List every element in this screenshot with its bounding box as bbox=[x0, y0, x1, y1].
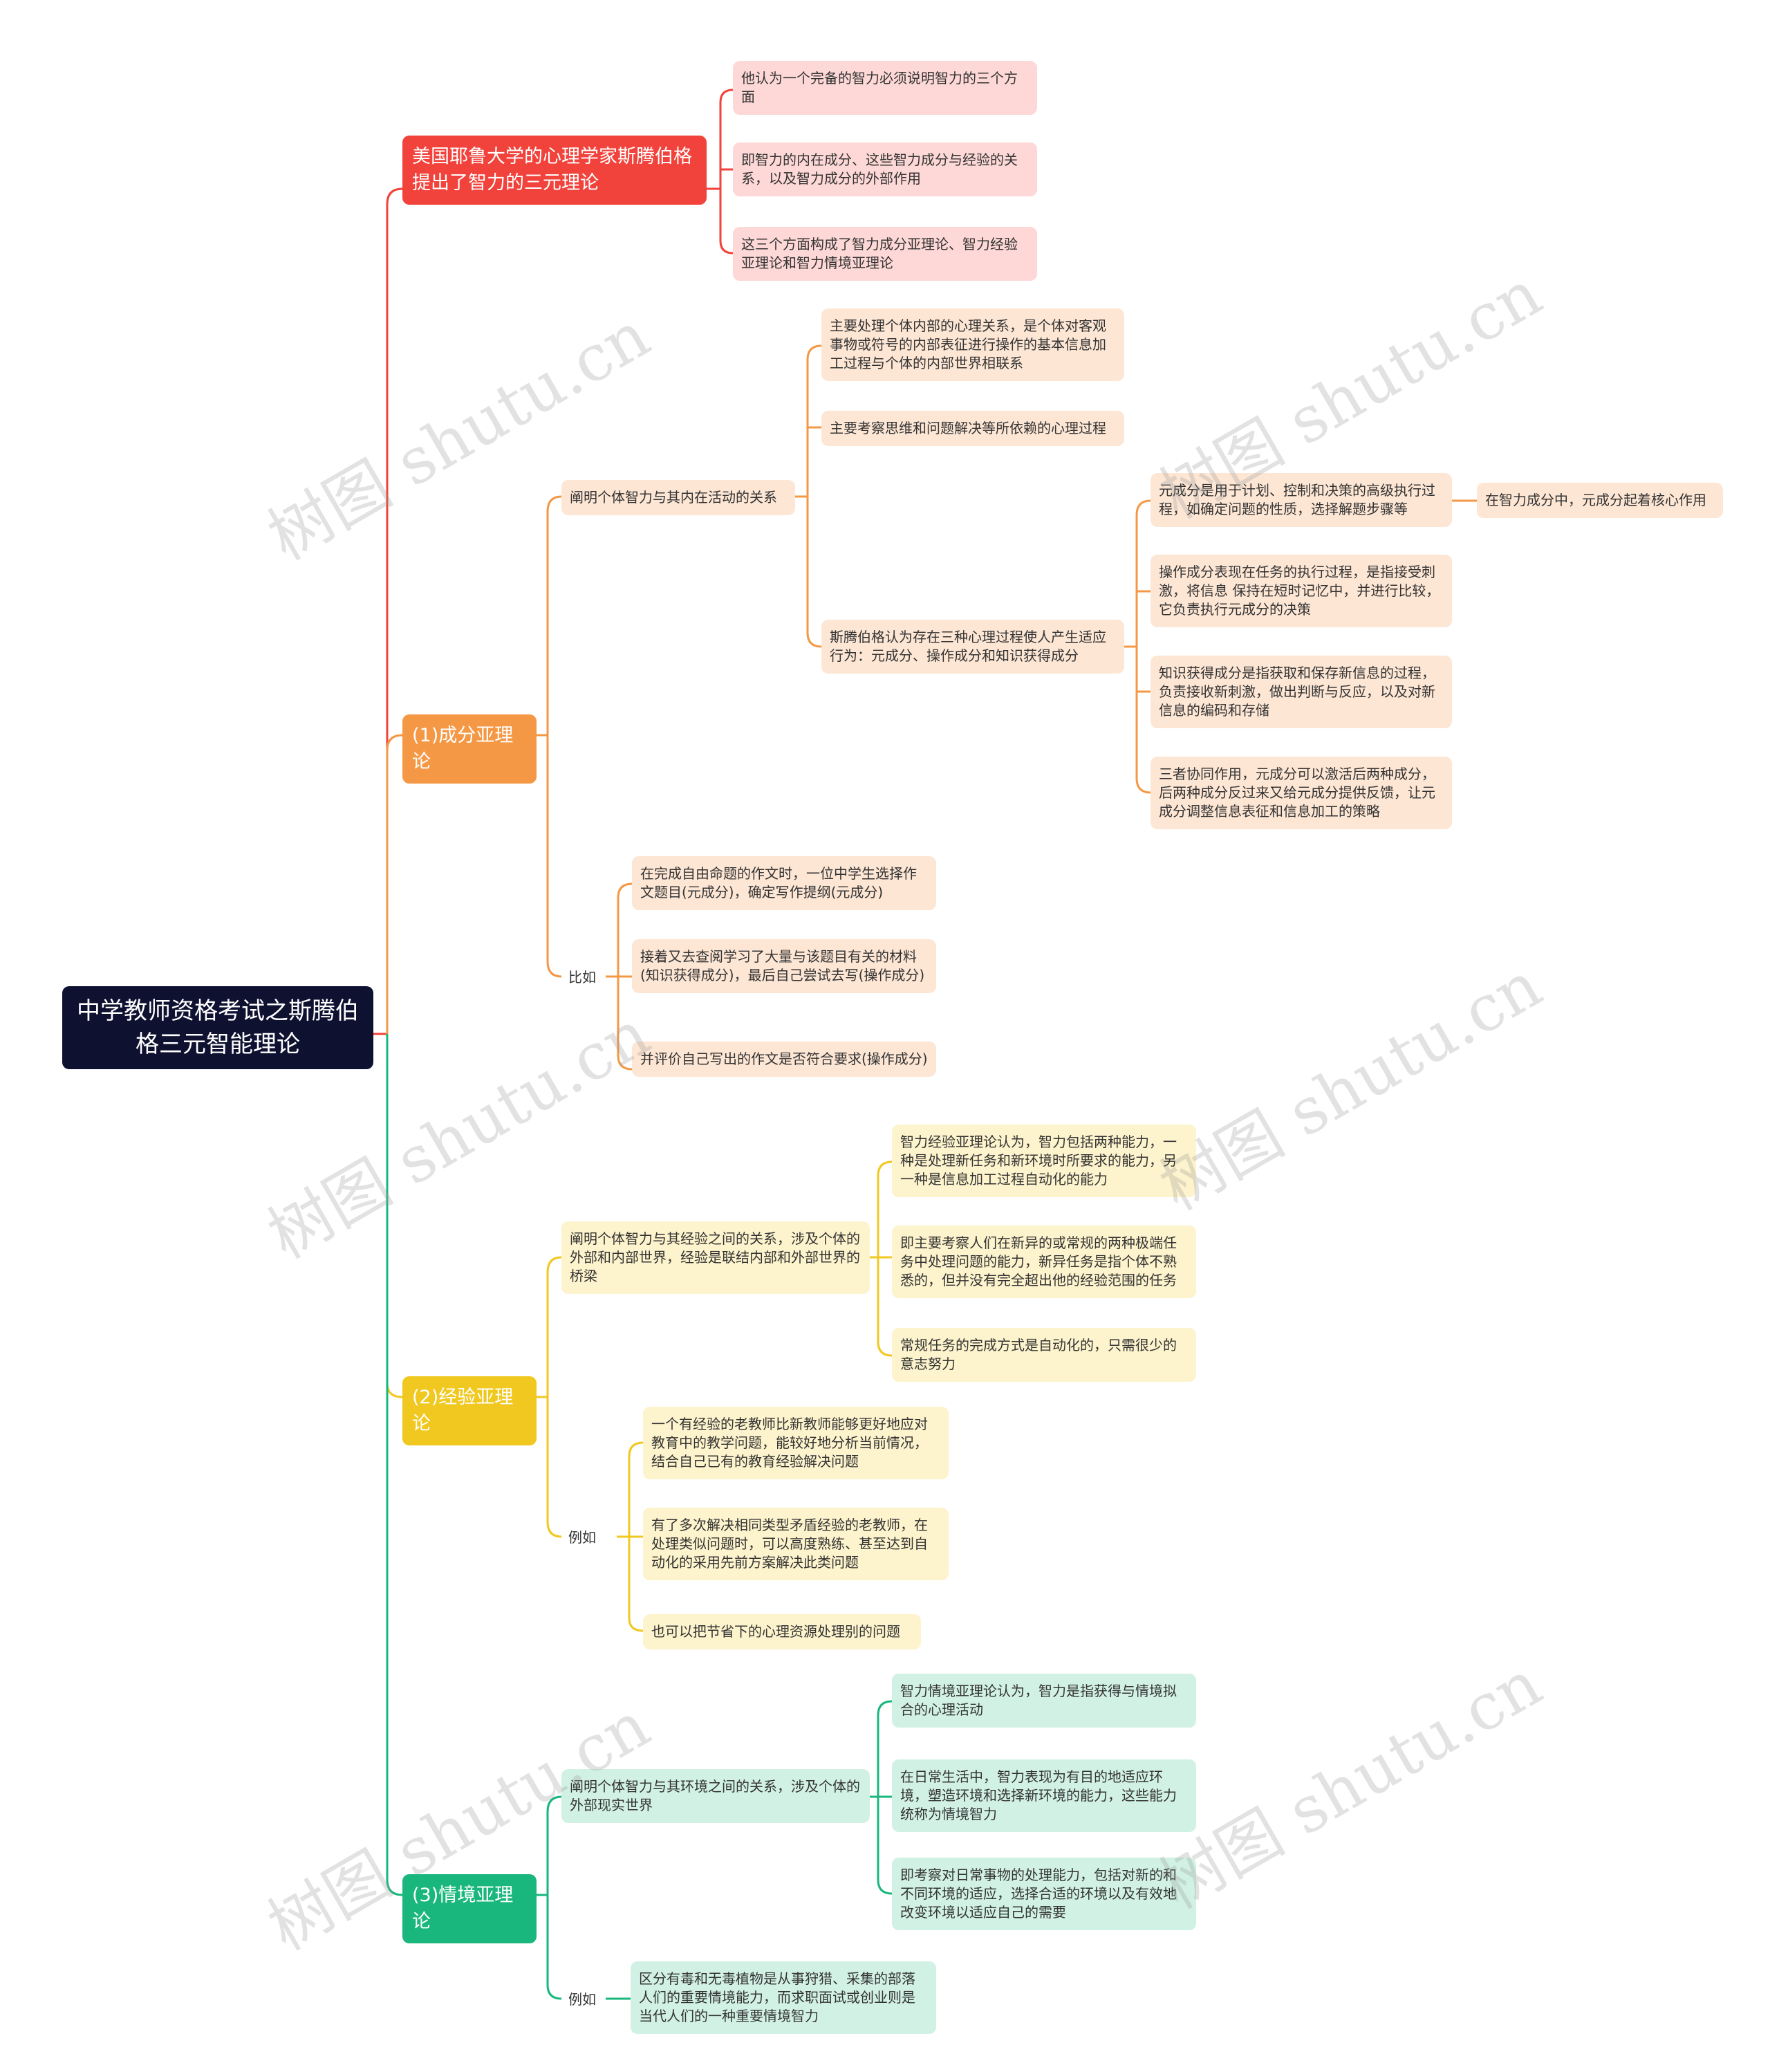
experiential-item-3[interactable]: 常规任务的完成方式是自动化的，只需很少的意志努力 bbox=[892, 1328, 1196, 1382]
componential-example-2[interactable]: 接着又去查阅学习了大量与该题目有关的材料(知识获得成分)，最后自己尝试去写(操作… bbox=[632, 939, 936, 993]
experiential-example-3[interactable]: 也可以把节省下的心理资源处理别的问题 bbox=[643, 1614, 921, 1649]
performance-component[interactable]: 操作成分表现在任务的执行过程，是指接受刺激，将信息 保持在短时记忆中，并进行比较… bbox=[1150, 555, 1452, 627]
intro-item-3[interactable]: 这三个方面构成了智力成分亚理论、智力经验亚理论和智力情境亚理论 bbox=[733, 227, 1037, 281]
branch-componential[interactable]: (1)成分亚理论 bbox=[402, 714, 537, 784]
meta-component[interactable]: 元成分是用于计划、控制和决策的高级执行过程，如确定问题的性质，选择解题步骤等 bbox=[1150, 473, 1452, 527]
intro-item-2[interactable]: 即智力的内在成分、这些智力成分与经验的关系，以及智力成分的外部作用 bbox=[733, 142, 1037, 196]
experiential-example-label[interactable]: 例如 bbox=[568, 1529, 596, 1546]
components-cooperation[interactable]: 三者协同作用，元成分可以激活后两种成分，后两种成分反过来又给元成分提供反馈，让元… bbox=[1150, 757, 1452, 829]
branch-contextual[interactable]: (3)情境亚理论 bbox=[402, 1874, 537, 1943]
componential-example-1[interactable]: 在完成自由命题的作文时，一位中学生选择作文题目(元成分)，确定写作提纲(元成分) bbox=[632, 856, 936, 910]
contextual-example-1[interactable]: 区分有毒和无毒植物是从事狩猎、采集的部落人们的重要情境能力，而求职面试或创业则是… bbox=[631, 1961, 936, 2034]
experiential-desc[interactable]: 阐明个体智力与其经验之间的关系，涉及个体的外部和内部世界，经验是联结内部和外部世… bbox=[561, 1221, 870, 1294]
componential-desc[interactable]: 阐明个体智力与其内在活动的关系 bbox=[561, 480, 795, 515]
experiential-item-2[interactable]: 即主要考察人们在新异的或常规的两种极端任务中处理问题的能力，新异任务是指个体不熟… bbox=[892, 1225, 1196, 1298]
contextual-item-3[interactable]: 即考察对日常事物的处理能力，包括对新的和不同环境的适应，选择合适的环境以及有效地… bbox=[892, 1858, 1196, 1930]
branch-experiential[interactable]: (2)经验亚理论 bbox=[402, 1376, 537, 1445]
experiential-item-1[interactable]: 智力经验亚理论认为，智力包括两种能力，一种是处理新任务和新环境时所要求的能力，另… bbox=[892, 1125, 1196, 1197]
knowledge-component[interactable]: 知识获得成分是指获取和保存新信息的过程，负责接收新刺激，做出判断与反应，以及对新… bbox=[1150, 656, 1452, 728]
componential-example-3[interactable]: 并评价自己写出的作文是否符合要求(操作成分) bbox=[632, 1042, 936, 1077]
experiential-example-2[interactable]: 有了多次解决相同类型矛盾经验的老教师，在处理类似问题时，可以高度熟练、甚至达到自… bbox=[643, 1508, 949, 1580]
intro-item-1[interactable]: 他认为一个完备的智力必须说明智力的三个方面 bbox=[733, 61, 1037, 115]
contextual-item-2[interactable]: 在日常生活中，智力表现为有目的地适应环境，塑造环境和选择新环境的能力，这些能力统… bbox=[892, 1759, 1196, 1832]
contextual-item-1[interactable]: 智力情境亚理论认为，智力是指获得与情境拟合的心理活动 bbox=[892, 1674, 1196, 1728]
componential-item-2[interactable]: 主要考察思维和问题解决等所依赖的心理过程 bbox=[821, 411, 1124, 446]
componential-item-3[interactable]: 斯腾伯格认为存在三种心理过程使人产生适应行为：元成分、操作成分和知识获得成分 bbox=[821, 620, 1124, 674]
contextual-example-label[interactable]: 例如 bbox=[568, 1991, 596, 2008]
componential-example-label[interactable]: 比如 bbox=[568, 969, 596, 986]
contextual-desc[interactable]: 阐明个体智力与其环境之间的关系，涉及个体的外部现实世界 bbox=[561, 1769, 870, 1823]
root-node[interactable]: 中学教师资格考试之斯腾伯格三元智能理论 bbox=[62, 986, 373, 1069]
experiential-example-1[interactable]: 一个有经验的老教师比新教师能够更好地应对教育中的教学问题，能较好地分析当前情况，… bbox=[643, 1407, 949, 1479]
branch-intro[interactable]: 美国耶鲁大学的心理学家斯腾伯格提出了智力的三元理论 bbox=[402, 136, 707, 205]
meta-component-note[interactable]: 在智力成分中，元成分起着核心作用 bbox=[1477, 483, 1723, 518]
componential-item-1[interactable]: 主要处理个体内部的心理关系，是个体对客观事物或符号的内部表征进行操作的基本信息加… bbox=[821, 308, 1124, 381]
